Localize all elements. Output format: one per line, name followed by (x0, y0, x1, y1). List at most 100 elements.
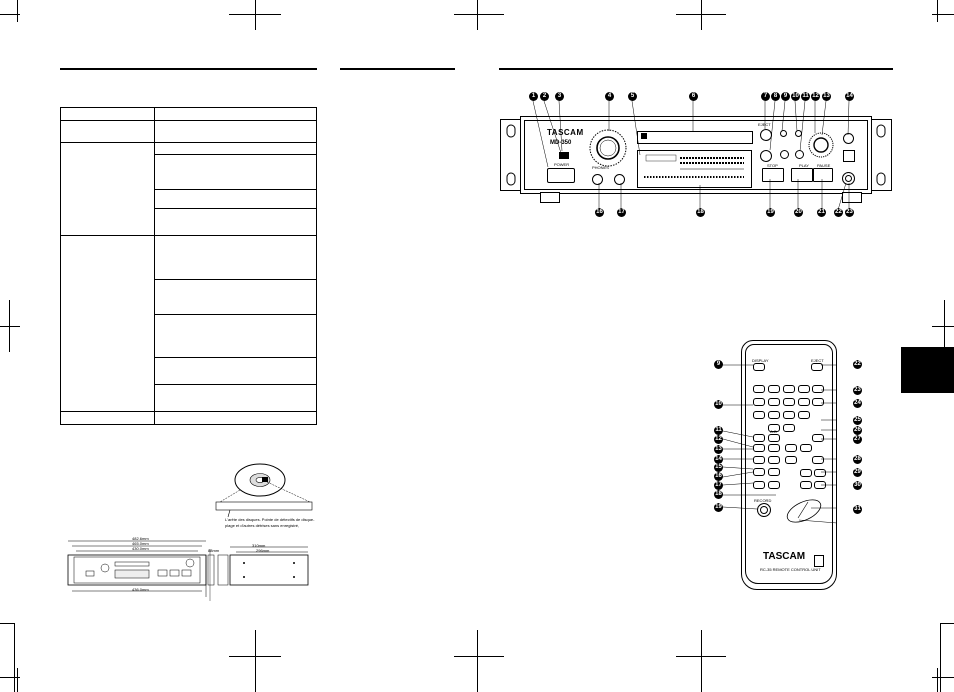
remote-brand: TASCAM (763, 551, 806, 562)
dim-d2: 296mm (256, 548, 270, 553)
callout-r23: 23 (853, 386, 862, 395)
dimension-drawing (67, 540, 309, 601)
callout-r27: 27 (853, 435, 862, 444)
remote-mode-button[interactable] (812, 434, 824, 442)
callout-r13: 13 (714, 445, 723, 454)
callout-r9: 9 (714, 360, 723, 369)
remote-ffrew-a[interactable] (800, 469, 812, 477)
phones-label: PHONES (592, 165, 609, 170)
small-button-5[interactable] (795, 150, 804, 159)
remote-repeat-button[interactable] (753, 434, 765, 442)
callout-9: 9 (781, 92, 790, 101)
remote-display-label: DISPLAY (752, 358, 769, 363)
multi-jog-knob[interactable] (808, 132, 834, 158)
remote-btn-row3a[interactable] (753, 456, 765, 464)
remote-edit-button[interactable] (785, 444, 797, 452)
callout-r11: 11 (714, 426, 723, 435)
remote-btn-row3b[interactable] (768, 456, 780, 464)
key-12[interactable] (798, 411, 810, 419)
foot-left (540, 192, 560, 203)
callout-6: 6 (689, 92, 698, 101)
model-name: MD-350 (550, 140, 572, 146)
pause-button[interactable] (813, 168, 833, 182)
callout-18: 18 (696, 208, 705, 217)
key-5[interactable] (753, 398, 765, 406)
remote-btn-row3d[interactable] (812, 456, 824, 464)
callout-r31: 31 (853, 505, 862, 514)
callout-r16: 16 (714, 472, 723, 481)
dim-w2: 465.0mm (132, 541, 149, 546)
callout-r25: 25 (853, 416, 862, 425)
power-button[interactable] (547, 168, 575, 183)
callout-17: 17 (617, 208, 626, 217)
key-2[interactable] (768, 385, 780, 393)
small-button-4[interactable] (780, 150, 789, 159)
remote-btn-row5c[interactable] (800, 481, 812, 489)
dim-w4: 436.0mm (132, 587, 149, 592)
record-button[interactable] (842, 172, 855, 185)
play-button[interactable] (791, 168, 813, 182)
key-16[interactable] (812, 398, 824, 406)
input-switch[interactable] (559, 152, 569, 159)
tc-button[interactable] (843, 150, 855, 162)
remote-incr-button[interactable] (800, 444, 812, 452)
key-3[interactable] (783, 385, 795, 393)
key-13[interactable] (768, 424, 780, 432)
foot-right (842, 192, 862, 203)
level-knob[interactable] (614, 174, 625, 185)
callout-r30: 30 (853, 481, 862, 490)
callout-7: 7 (761, 92, 770, 101)
remote-leader-lines (722, 364, 838, 524)
callout-1: 1 (529, 92, 538, 101)
key-14[interactable] (783, 424, 795, 432)
stop-label: STOP (767, 163, 778, 168)
key-8[interactable] (798, 398, 810, 406)
remote-eject-button[interactable] (811, 363, 823, 371)
disc-illustration (215, 463, 313, 518)
remote-body (741, 340, 837, 590)
callout-16: 16 (595, 208, 604, 217)
small-button-1[interactable] (760, 150, 772, 162)
remote-btn-row4b[interactable] (768, 468, 780, 476)
disc-note: L'arête des disques. Pointe de détectifs… (225, 517, 315, 528)
remote-ffrew-b[interactable] (814, 469, 826, 477)
remote-display-button[interactable] (753, 363, 765, 371)
remote-record-button[interactable] (757, 503, 771, 517)
callout-11: 11 (801, 92, 810, 101)
callout-r10: 10 (714, 400, 723, 409)
jog-dial[interactable] (588, 128, 628, 168)
remote-rec-mute-button[interactable] (753, 468, 765, 476)
remote-ab-button[interactable] (768, 434, 780, 442)
front-leader-lines (532, 100, 850, 211)
callout-10: 10 (791, 92, 800, 101)
key-15[interactable] (812, 385, 824, 393)
header-rule-left (60, 68, 317, 70)
small-button-2[interactable] (780, 130, 787, 137)
remote-time-button[interactable] (753, 444, 765, 452)
callout-r15: 15 (714, 463, 723, 472)
callout-22: 22 (834, 208, 843, 217)
key-9[interactable] (753, 411, 765, 419)
key-11[interactable] (783, 411, 795, 419)
right-knob[interactable] (843, 133, 854, 144)
remote-btn-row3c[interactable] (785, 456, 797, 464)
callout-2: 2 (540, 92, 549, 101)
eject-label: EJECT (758, 122, 771, 127)
callout-14: 14 (845, 92, 854, 101)
remote-btn-row5b[interactable] (768, 481, 780, 489)
remote-clear-button[interactable] (768, 444, 780, 452)
brand-logo: TASCAM (547, 128, 584, 137)
key-4[interactable] (798, 385, 810, 393)
callout-5: 5 (628, 92, 637, 101)
remote-btn-row5a[interactable] (753, 481, 765, 489)
key-1[interactable] (753, 385, 765, 393)
key-6[interactable] (768, 398, 780, 406)
dim-h1: 88mm (208, 548, 220, 553)
key-7[interactable] (783, 398, 795, 406)
key-10[interactable] (768, 411, 780, 419)
callout-13: 13 (822, 92, 831, 101)
callout-r19: 19 (714, 503, 723, 512)
phones-jack[interactable] (592, 174, 603, 185)
stop-button[interactable] (762, 168, 784, 182)
remote-transport-cluster[interactable] (784, 496, 824, 526)
